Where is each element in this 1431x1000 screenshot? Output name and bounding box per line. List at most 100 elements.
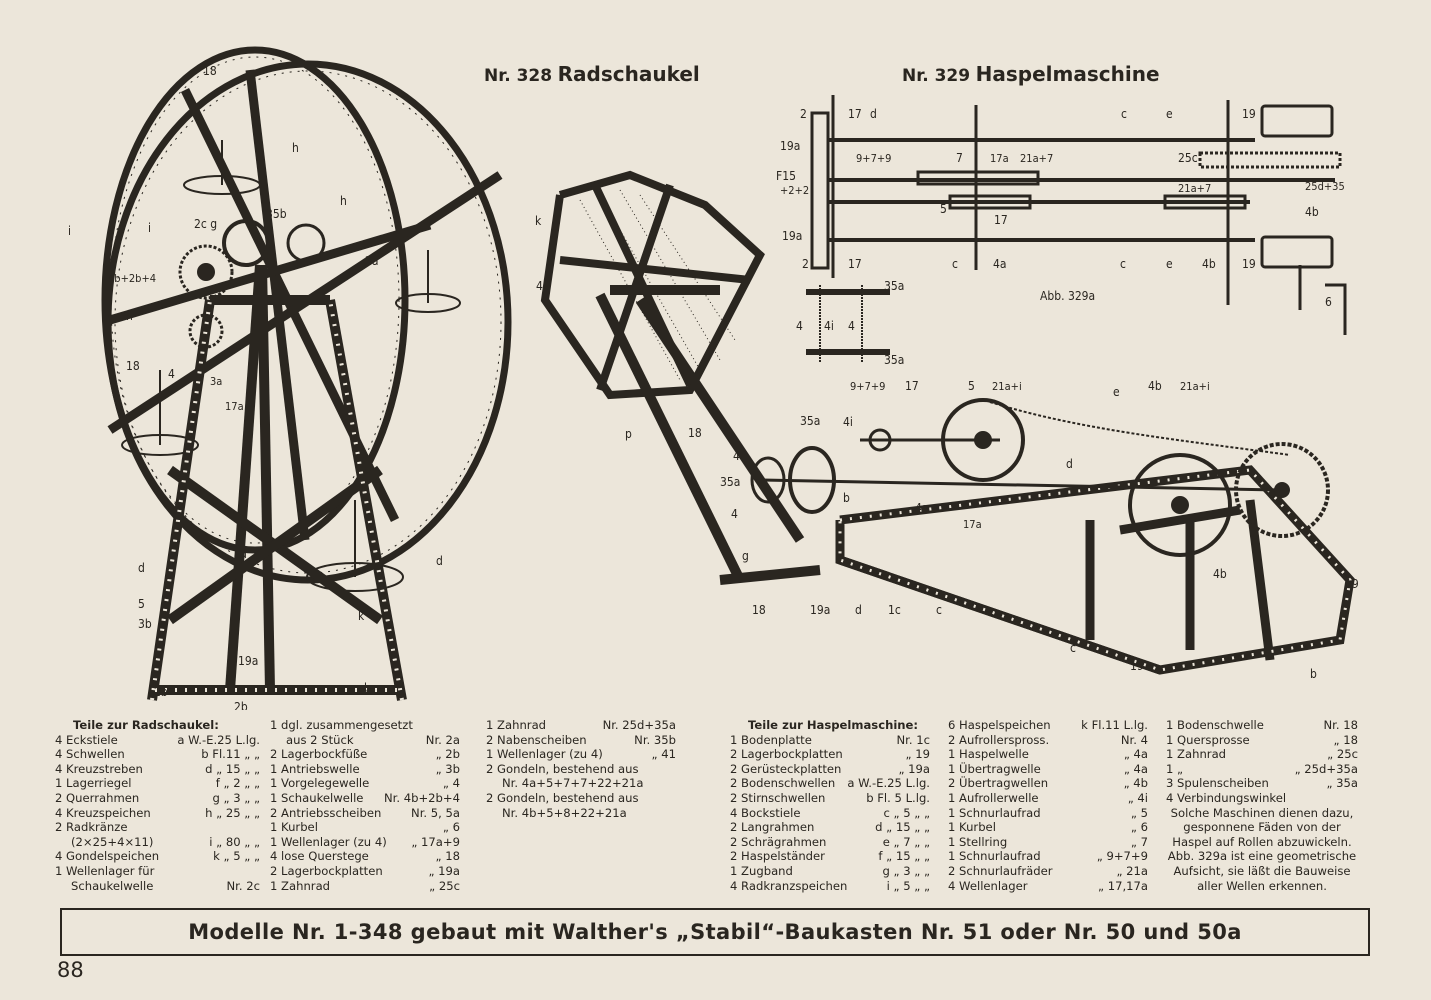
part-name: 2 Radkränze [55,820,128,835]
label: 9+7+9 [850,380,885,393]
part-code: „ 7 [1130,834,1148,849]
label: 19a [238,654,258,668]
parts-row: 1 Zahnrad„ 25c [270,879,460,894]
label: d [240,547,247,561]
label: e [1166,107,1173,121]
gondolas [121,140,461,592]
parts-row: 1 Wellenlager (zu 4)„ 17a+9 [270,835,460,850]
label: F15 [776,169,796,183]
part-name: 2 Gondeln, bestehend aus [486,790,639,805]
label: +2+2 [780,184,809,197]
label: 35b [266,207,287,221]
tower-frame [147,264,407,701]
wheel-rim-front [101,46,409,554]
part-name: 1 Kurbel [270,820,318,835]
part-code: f „ 2 „ „ [215,776,260,791]
part-name: 1 Stellring [948,834,1008,849]
part-name: 1 Schnurlaufrad [948,849,1041,864]
label: 19 [1242,107,1256,121]
label: 21a+7 [1178,182,1211,195]
plan-plate-bottom [1260,235,1334,269]
part-name: 1 Wellenlager (zu 4) [270,834,387,849]
parts-row: 1 Haspelwelle„ 4a [948,747,1148,762]
parts-row: 1 Aufrollerwelle„ 4i [948,791,1148,806]
part-name: 1 Zahnrad [486,718,547,732]
label: b [1310,667,1317,681]
part-code: „ 35a [1326,776,1358,791]
part-code: „ 25c [1327,747,1358,762]
part-code: „ 5 [1130,805,1148,820]
part-code: i „ 80 „ „ [209,834,260,849]
parts-row: (2×25+4×11) i „ 80 „ „ [55,835,260,850]
part-code: a W.-E.25 L.lg. [177,732,260,747]
part-name: 1 Bodenplatte [730,732,812,747]
parts-row: 1 Vorgelegewelle„ 4 [270,776,460,791]
parts-row: 2 Gondeln, bestehend aus [486,762,676,777]
label: 25c [1178,151,1198,165]
label: b [843,491,850,505]
label: 5 [968,379,975,393]
part-name: 1 Zugband [730,863,793,878]
label: 35a [884,279,904,293]
part-code [672,806,676,821]
title-329-name: Haspelmaschine [975,62,1160,86]
title-328: Nr. 328 Radschaukel [484,62,700,86]
ferris-wheel-drawing [101,46,512,701]
parts-row: 1 Bodenplatte Nr. 1c [730,733,930,748]
main-shaft [759,478,1281,492]
parts-row: 2 Radkränze [55,820,260,835]
label: 4 [796,319,803,333]
part-code: g „ 3 „ „ [882,863,931,878]
parts-row: 1 Schnurlaufrad„ 9+7+9 [948,849,1148,864]
part-code: Nr. 5, 5a [411,805,460,820]
parts-row: 2 Lagerbockfüße„ 2b [270,747,460,762]
parts-row: 1 Übertragwelle„ 4a [948,762,1148,777]
label: 18 [126,359,140,373]
title-329-number: Nr. 329 [902,66,971,86]
label: 4a [536,279,549,293]
part-name: 2 Antriebsscheiben [270,805,382,820]
label: e [1113,385,1120,399]
label: 4b [1213,567,1227,581]
part-code: Nr. 2c [226,878,261,893]
part-code [256,864,260,879]
parts-row: 1 Quersprosse„ 18 [1166,733,1358,748]
label: 19a [810,603,830,617]
part-name: 1 Zahnrad [270,878,331,893]
part-name: 2 Nabenscheiben [486,732,587,747]
part-name: 1 Aufrollerwelle [948,790,1039,805]
part-name: 2 Haspelständer [730,849,825,864]
parts-row: 2 Antriebsscheiben Nr. 5, 5a [270,806,460,821]
label: d [855,603,862,617]
wheel-hub [222,219,270,267]
label: 18 [752,603,766,617]
part-name: (2×25+4×11) [71,834,154,849]
part-name: 1 Schaukelwelle [270,790,364,805]
part-name: 4 Verbindungswinkel [1166,790,1287,805]
label: 4 [168,367,175,381]
label: 17a [225,400,244,413]
part-code: d „ 15 „ „ [875,820,930,835]
part-code: g „ 3 „ „ [212,790,261,805]
part-name: 1 Wellenlager für [55,863,155,878]
label: 4b+2b+4 [108,272,156,285]
part-code: Nr. 1c [896,732,931,747]
part-name: 2 Lagerbockplatten [730,747,843,762]
reel-yarn [579,189,736,381]
part-code: Nr. 18 [1323,718,1359,732]
part-code: k „ 5 „ „ [213,849,260,864]
part-code: Nr. 4 [1120,732,1148,747]
part-code: Nr. 4b+2b+4 [383,790,460,805]
part-code: Nr. 25d+35a [602,718,676,732]
part-code [256,820,260,835]
label: 4 [848,319,855,333]
